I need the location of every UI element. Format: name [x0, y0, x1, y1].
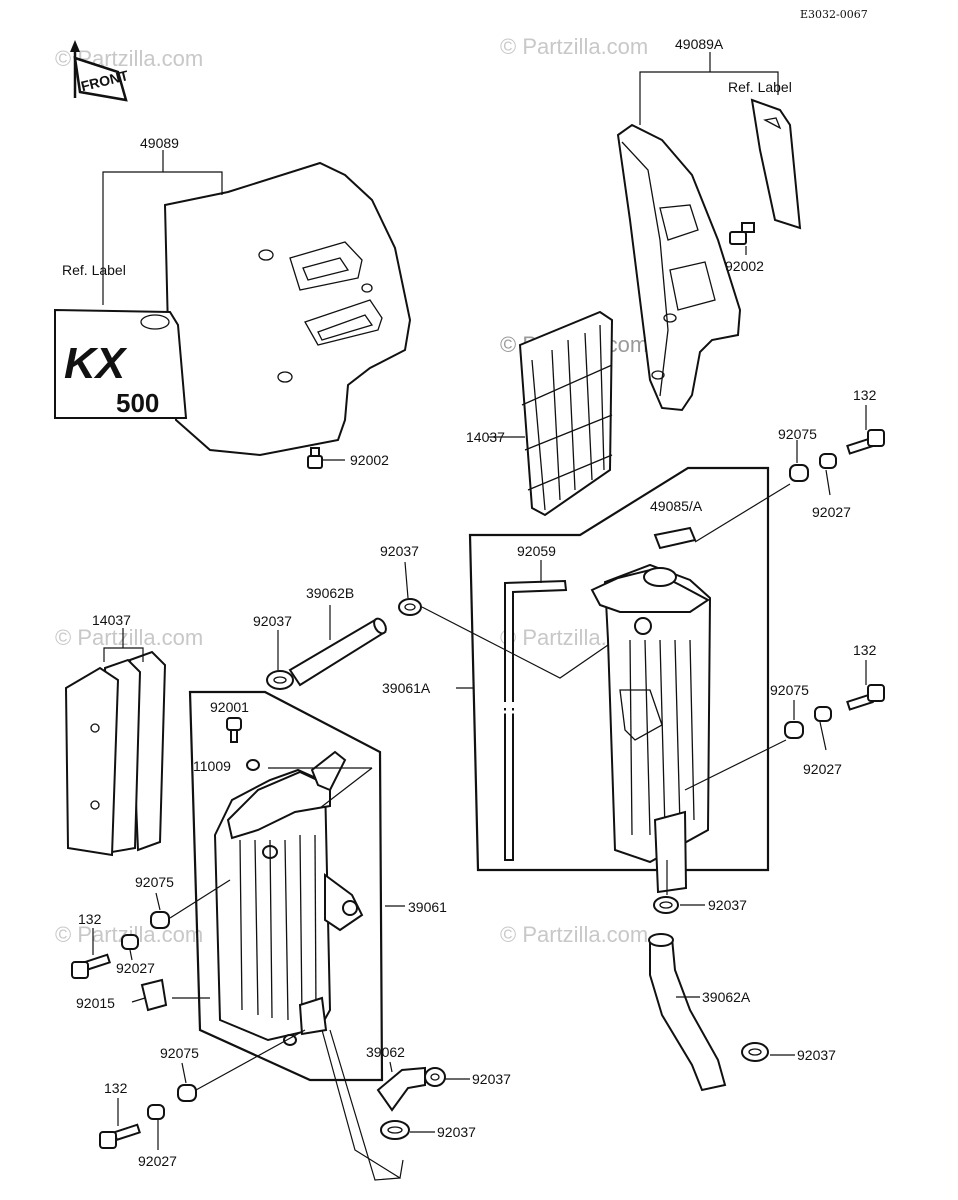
clamp-92037-lower-b — [380, 1120, 410, 1140]
part-label: 92037 — [437, 1124, 476, 1140]
part-label: 39062B — [306, 585, 354, 601]
hose-39062B — [288, 617, 387, 687]
clip-92015 — [140, 978, 168, 1012]
part-label: 14037 — [466, 429, 505, 445]
bolt-92001 — [226, 717, 242, 743]
watermark: © Partzilla.com — [500, 922, 648, 947]
part-label: 92075 — [770, 682, 809, 698]
collar-92027-lower-right — [814, 706, 832, 722]
bolt-92002-right — [729, 222, 755, 245]
callout-labels: 49089A Ref. Label 92002 49089 Ref. Label… — [62, 36, 877, 1169]
part-label: 92037 — [472, 1071, 511, 1087]
part-label: 14037 — [92, 612, 131, 628]
shroud-right-49089A — [616, 123, 742, 412]
decal-kx500: KX 500 — [54, 308, 188, 419]
breather-hose-92059 — [503, 579, 568, 861]
grommet-92075-upper-right — [789, 464, 809, 482]
decal-model: 500 — [116, 388, 159, 418]
washer-11009 — [246, 759, 260, 771]
bolt-132-upper-right — [846, 429, 885, 455]
assembly-box-39061A — [468, 466, 770, 872]
part-label: 92027 — [138, 1153, 177, 1169]
part-label: 92002 — [725, 258, 764, 274]
part-label: 132 — [104, 1080, 128, 1096]
hose-39062 — [376, 1066, 426, 1112]
part-label: 49089A — [675, 36, 724, 52]
part-label: 92027 — [803, 761, 842, 777]
assembly-box-39061 — [188, 690, 384, 1082]
part-label: 49085/A — [650, 498, 703, 514]
clamp-92037-upper — [398, 598, 422, 616]
clamp-92037-right-bottom — [741, 1042, 769, 1062]
part-label: 92002 — [350, 452, 389, 468]
part-label: 92037 — [708, 897, 747, 913]
collar-92027-left-lower — [147, 1104, 165, 1120]
part-label: 92037 — [253, 613, 292, 629]
clamp-92037-right — [653, 896, 679, 914]
part-label: 92059 — [517, 543, 556, 559]
part-label: 92001 — [210, 699, 249, 715]
radiator-right-39061A — [590, 563, 712, 894]
part-label: 39061A — [382, 680, 431, 696]
bolt-132-lower-right — [846, 684, 885, 711]
radiator-left-39061 — [213, 750, 364, 1046]
part-label: 92037 — [797, 1047, 836, 1063]
part-label: 92027 — [812, 504, 851, 520]
document-code: E3032-0067 — [800, 8, 868, 21]
part-label: Ref. Label — [62, 262, 126, 278]
part-label: 92027 — [116, 960, 155, 976]
part-label: 132 — [853, 387, 877, 403]
grommet-92075-left-lower — [177, 1084, 197, 1102]
radiator-grille-upper-14037 — [518, 310, 614, 517]
part-label: 11009 — [193, 758, 231, 774]
decal-brand: KX — [64, 339, 128, 388]
part-label: 39062 — [366, 1044, 405, 1060]
part-label: 92075 — [135, 874, 174, 890]
part-label: 92075 — [778, 426, 817, 442]
part-label: 132 — [78, 911, 102, 927]
part-label: 39061 — [408, 899, 447, 915]
clamp-92037-left — [266, 670, 294, 690]
clamp-92037-lower-a — [424, 1067, 446, 1087]
watermark: © Partzilla.com — [55, 625, 203, 650]
part-label: 49089 — [140, 135, 179, 151]
part-label: 92075 — [160, 1045, 199, 1061]
front-direction-arrow: FRONT — [70, 40, 130, 102]
part-label: Ref. Label — [728, 79, 792, 95]
radiator-grille-lower-14037 — [64, 650, 167, 857]
ref-label-sheet-right — [750, 98, 802, 230]
hose-39062A — [648, 933, 727, 1092]
bolt-132-left-lower — [99, 1123, 141, 1149]
bolt-92002-left — [307, 447, 323, 469]
grommet-92075-lower-right — [784, 721, 804, 739]
collar-92027-left-upper — [121, 934, 139, 950]
part-label: 92037 — [380, 543, 419, 559]
watermark: © Partzilla.com — [500, 34, 648, 59]
gasket-49085A — [653, 526, 697, 550]
part-label: 39062A — [702, 989, 751, 1005]
collar-92027-upper-right — [819, 453, 837, 469]
bolt-132-left-upper — [71, 953, 111, 979]
part-label: 132 — [853, 642, 877, 658]
part-label: 92015 — [76, 995, 115, 1011]
shroud-left-49089 — [163, 161, 412, 457]
grommet-92075-left-upper — [150, 911, 170, 929]
